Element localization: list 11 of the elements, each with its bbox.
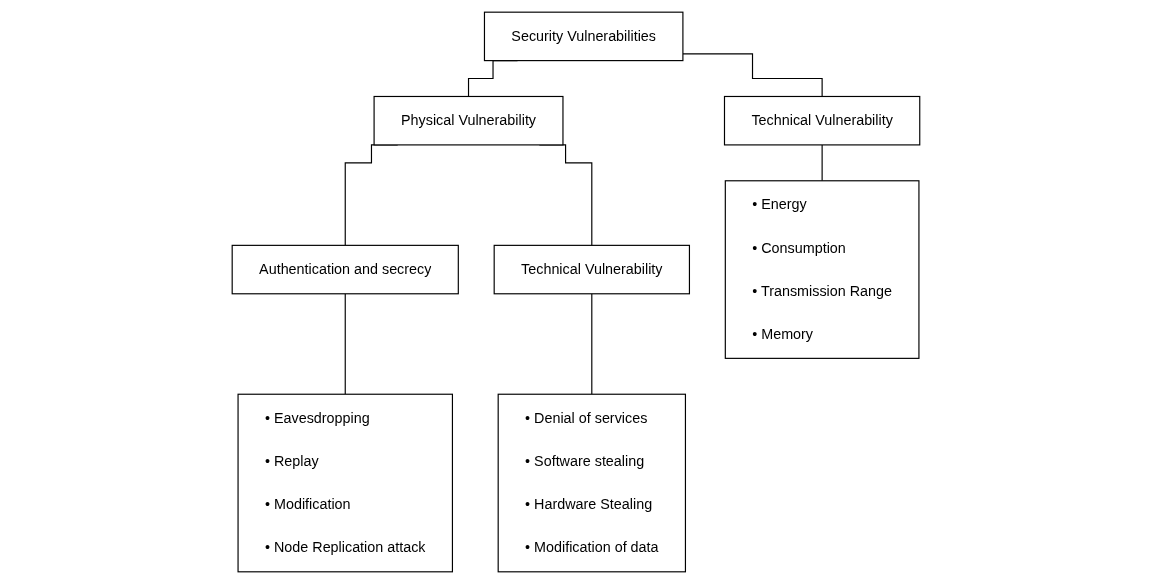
connector bbox=[590, 293, 592, 395]
node-box: • Denial of services • Software stealing • Hardware Stealing • Modification of data bbox=[497, 393, 686, 573]
node-box: Technical Vulnerability bbox=[723, 95, 920, 146]
node-box: • Energy • Consumption • Transmission Range • Memory bbox=[724, 180, 920, 359]
node-box: • Eavesdropping • Replay • Modification • Node Replication attack bbox=[237, 393, 453, 573]
node-box: Technical Vulnerability bbox=[493, 244, 690, 295]
connector bbox=[344, 293, 346, 395]
connector bbox=[821, 144, 823, 182]
node-box: Physical Vulnerability bbox=[373, 95, 564, 146]
node-box: Authentication and secrecy bbox=[231, 244, 459, 295]
node-box: Security Vulnerabilities bbox=[483, 11, 684, 62]
